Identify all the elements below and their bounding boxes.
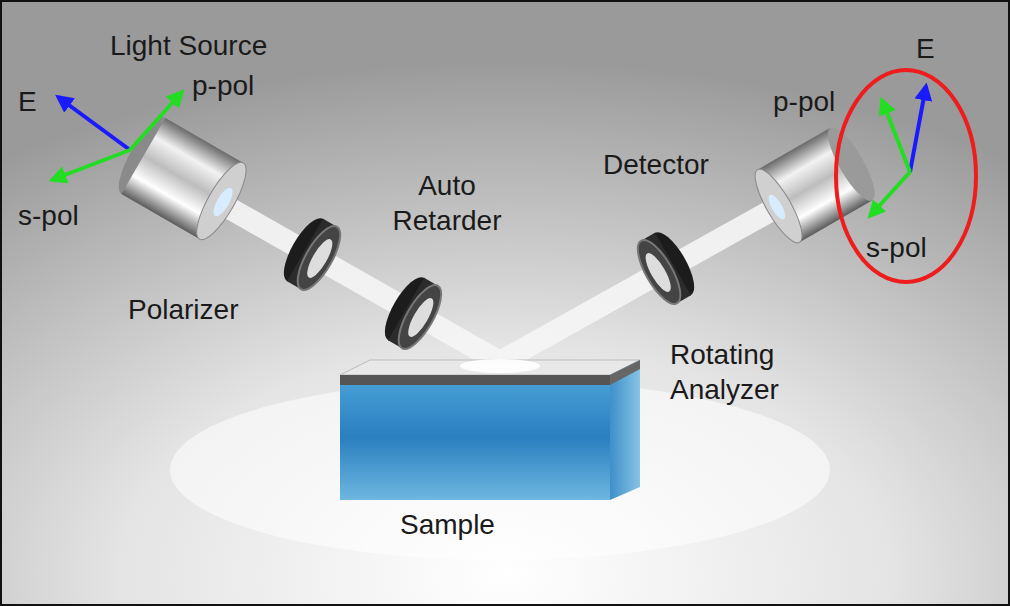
analyzer-disk xyxy=(630,226,702,309)
part-label: Detector xyxy=(603,147,763,182)
light-source-cylinder xyxy=(110,111,254,245)
vector-label: p-pol xyxy=(192,68,282,103)
input-polarization-vectors xyxy=(52,92,182,180)
highlight-ellipse xyxy=(836,70,976,282)
vector-label: E xyxy=(18,84,58,119)
vector-label: p-pol xyxy=(773,84,863,119)
light-beam xyxy=(215,200,790,362)
part-label: Auto Retarder xyxy=(372,168,522,238)
vector-label: s-pol xyxy=(866,230,956,265)
output-polarization-vectors xyxy=(870,86,926,216)
polarizer-disk xyxy=(276,212,348,295)
retarder-disk xyxy=(377,271,449,354)
part-label: Light Source xyxy=(110,28,370,63)
part-label: Sample xyxy=(400,507,560,542)
detector-cylinder xyxy=(747,122,883,249)
part-label: Polarizer xyxy=(128,292,308,327)
vector-label: s-pol xyxy=(18,198,108,233)
vector-label: E xyxy=(916,31,956,66)
part-label: Rotating Analyzer xyxy=(670,337,820,407)
sample-block xyxy=(340,359,640,500)
